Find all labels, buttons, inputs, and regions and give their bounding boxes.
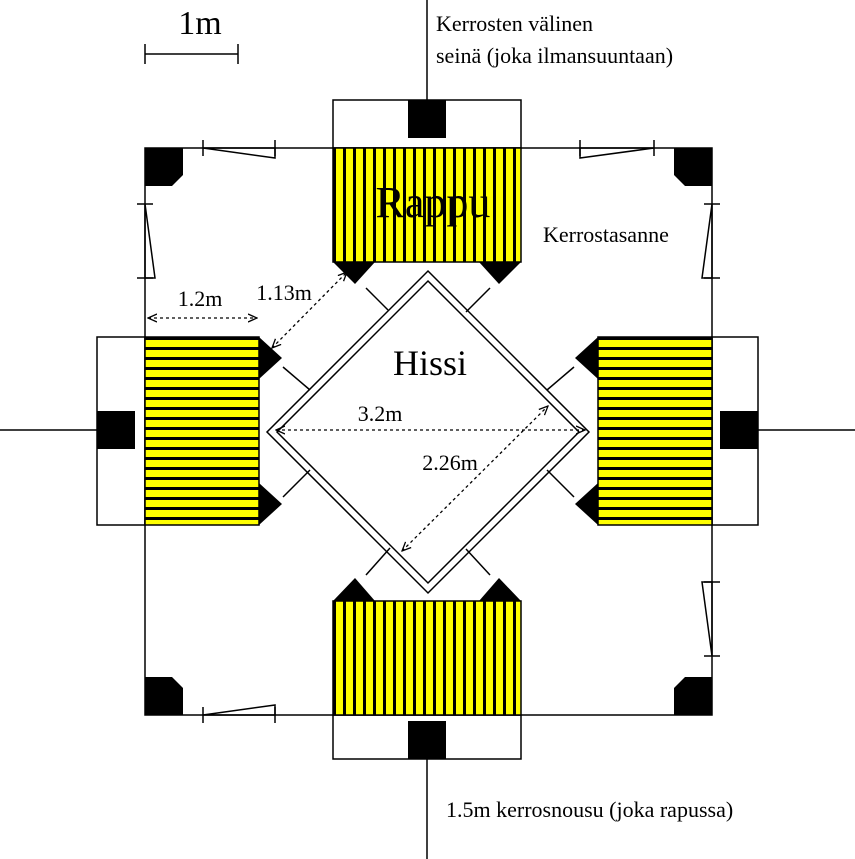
elevator-label: Hissi bbox=[393, 343, 467, 383]
stair-label: Rappu bbox=[376, 178, 491, 227]
scale-label: 1m bbox=[178, 5, 221, 42]
dim-line-side bbox=[402, 406, 548, 551]
corner-pillar-sw bbox=[145, 677, 183, 715]
corner-pillar-se bbox=[674, 677, 712, 715]
wall-block-east bbox=[720, 411, 758, 449]
stair-east bbox=[597, 336, 713, 526]
dim-label-side: 2.26m bbox=[422, 450, 478, 475]
dim-label-gap: 1.13m bbox=[256, 280, 312, 305]
stair-end-triangles bbox=[259, 262, 598, 601]
landing-label: Kerrostasanne bbox=[543, 222, 669, 247]
elevator-shaft-inner bbox=[275, 279, 581, 585]
stair-south bbox=[332, 600, 522, 716]
door-right-top bbox=[701, 203, 720, 279]
corner-pillar-nw bbox=[145, 148, 183, 186]
corner-pillar-ne bbox=[674, 148, 712, 186]
door-left-top bbox=[137, 203, 156, 279]
stair-north bbox=[332, 147, 522, 263]
door-top-right bbox=[579, 140, 655, 159]
elevator-shaft-outer bbox=[265, 269, 591, 595]
wall-note-line1: Kerrosten välinen bbox=[436, 11, 593, 36]
door-top-left bbox=[202, 140, 276, 159]
wall-note-line2: seinä (joka ilmansuuntaan) bbox=[436, 43, 673, 68]
scale-bar bbox=[144, 44, 239, 64]
door-right-bottom bbox=[701, 581, 720, 657]
wall-block-south bbox=[408, 721, 446, 759]
stair-elevator-connectors bbox=[282, 287, 575, 576]
door-bottom-left bbox=[202, 704, 276, 723]
stair-west bbox=[144, 336, 260, 526]
wall-block-west bbox=[97, 411, 135, 449]
rise-note: 1.5m kerrosnousu (joka rapussa) bbox=[446, 797, 733, 822]
dim-label-diagonal: 3.2m bbox=[358, 401, 403, 426]
dim-label-stair-width: 1.2m bbox=[178, 286, 223, 311]
wall-block-north bbox=[408, 100, 446, 138]
